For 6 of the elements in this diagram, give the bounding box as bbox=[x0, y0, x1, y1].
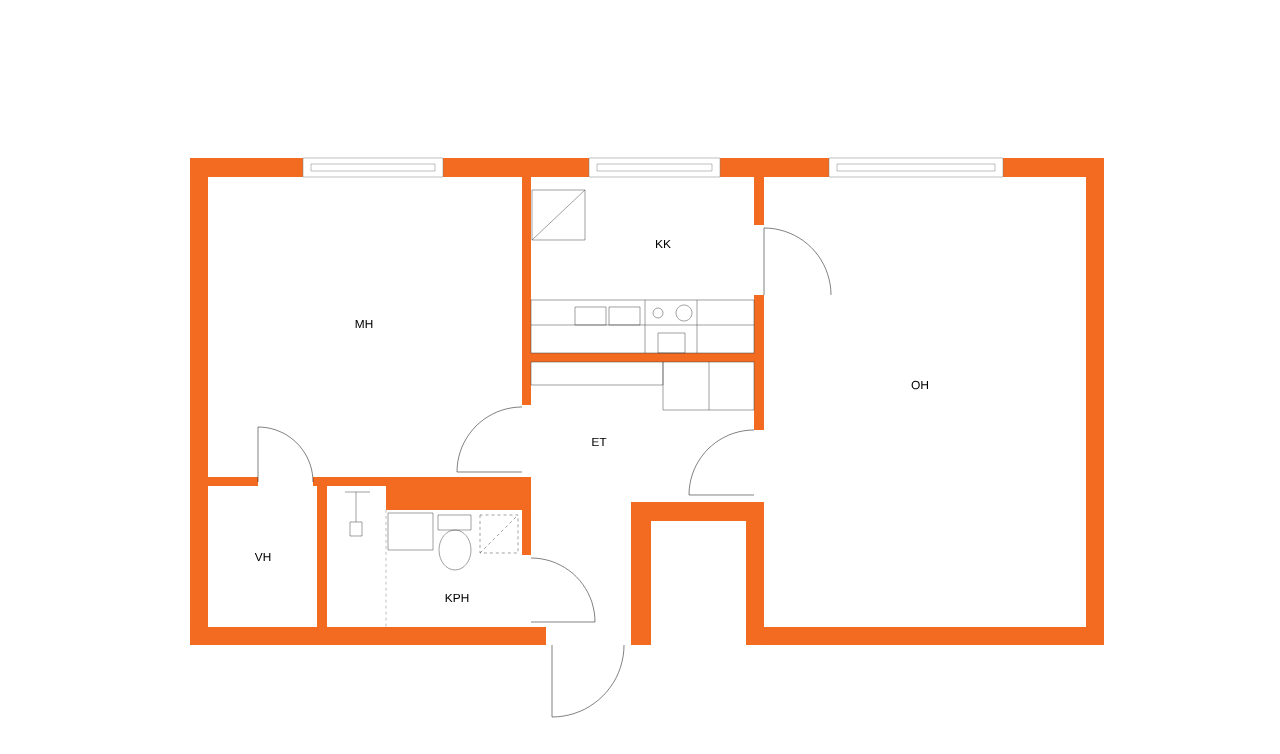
room-label: KK bbox=[656, 239, 671, 249]
room-label: KPH bbox=[445, 593, 469, 603]
room-label: ET bbox=[592, 437, 607, 447]
room-label: VH bbox=[254, 552, 271, 562]
room-label: MH bbox=[355, 319, 373, 329]
room-label: OH bbox=[911, 380, 928, 390]
